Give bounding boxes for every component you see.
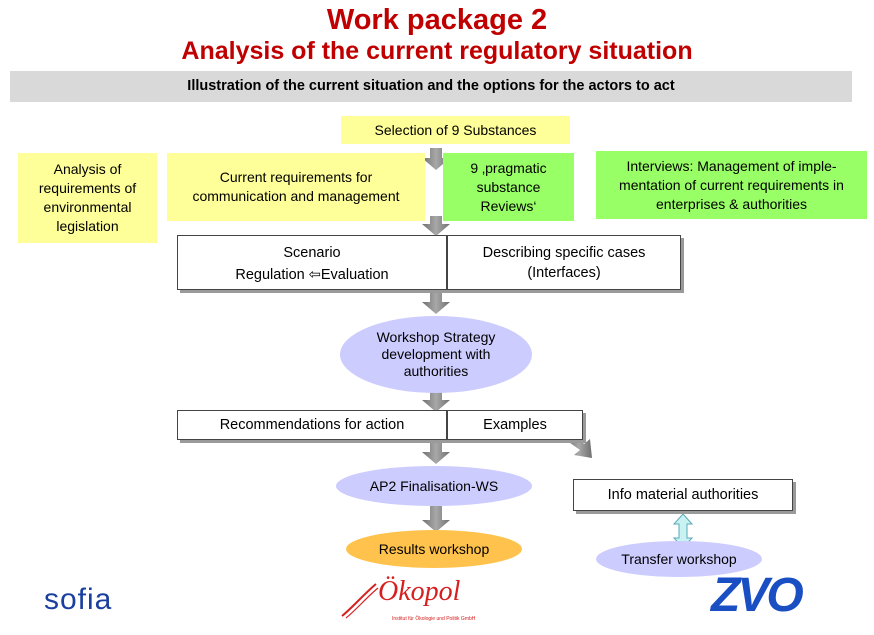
node-examples: Examples — [447, 410, 583, 440]
scenario-regulation: Regulation ⇦Evaluation — [235, 267, 389, 283]
arrow-down-icon — [422, 148, 450, 170]
subtitle-bar: Illustration of the current situation an… — [10, 71, 852, 102]
node-specific-cases: Describing specific cases (Interfaces) — [447, 235, 681, 290]
node-results-workshop: Results workshop — [346, 530, 522, 568]
node-current-requirements: Current requirements for communication a… — [167, 153, 425, 221]
node-info-material: Info material authorities — [573, 479, 793, 511]
arrow-down-icon — [422, 506, 450, 532]
arrow-down-icon — [422, 440, 450, 464]
node-interviews: Interviews: Management of imple-mentatio… — [596, 151, 867, 219]
arrow-down-icon — [422, 390, 450, 412]
page-title: Work package 2 — [326, 4, 548, 36]
arrow-down-icon — [422, 216, 450, 236]
node-scenario: Scenario Regulation ⇦Evaluation — [177, 235, 447, 290]
arrow-down-icon — [422, 292, 450, 314]
node-workshop: Workshop Strategy development with autho… — [340, 316, 532, 393]
node-transfer-workshop: Transfer workshop — [596, 541, 762, 577]
node-pragmatic-reviews: 9 ‚pragmatic substance Reviews‘ — [443, 153, 574, 221]
zvo-logo: ZVO — [711, 569, 804, 622]
okopol-logo-subtitle: Institut für Ökologie und Politik GmbH — [392, 616, 476, 622]
page-subtitle: Analysis of the current regulatory situa… — [181, 37, 693, 65]
scenario-title: Scenario — [283, 245, 341, 261]
okopol-swoosh-icon — [341, 583, 379, 619]
sofia-logo: sofia — [44, 583, 113, 616]
node-analysis: Analysis of requirements of environmenta… — [18, 153, 157, 243]
node-finalisation: AP2 Finalisation-WS — [336, 466, 532, 506]
node-selection: Selection of 9 Substances — [341, 116, 570, 144]
okopol-logo: Ökopol — [378, 576, 461, 607]
node-recommendations: Recommendations for action — [177, 410, 447, 440]
